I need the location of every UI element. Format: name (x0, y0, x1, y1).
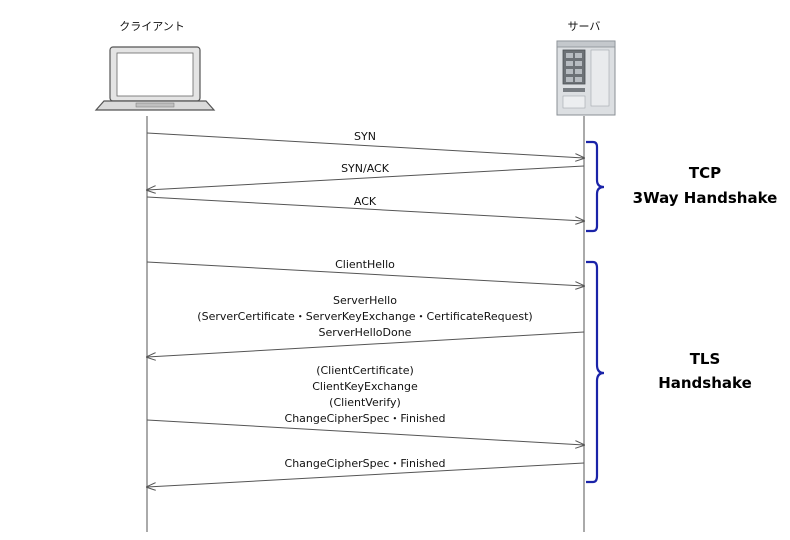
message-arrow (146, 261, 584, 286)
server-label: サーバ (568, 20, 601, 33)
message-label: SYN (354, 130, 376, 143)
message-label: ACK (354, 195, 377, 208)
message-label: ChangeCipherSpec・Finished (285, 457, 446, 470)
message-label: ServerHelloDone (319, 326, 412, 339)
message-label: (ServerCertificate・ServerKeyExchange・Cer… (197, 310, 532, 323)
message-arrow (147, 331, 585, 357)
tls-group-title: TLS (690, 350, 721, 368)
message-label: ClientHello (335, 258, 395, 271)
message-label: ClientKeyExchange (312, 380, 418, 393)
message-label: ChangeCipherSpec・Finished (285, 412, 446, 425)
message-label: (ClientVerify) (329, 396, 401, 409)
tls-group-subtitle: Handshake (658, 374, 752, 392)
laptop-icon (94, 46, 216, 111)
tcp-group-subtitle: 3Way Handshake (633, 189, 778, 207)
message-arrow (147, 165, 585, 190)
tcp-group-title: TCP (689, 164, 721, 182)
server-icon (556, 40, 616, 116)
tcp-brace (586, 140, 605, 233)
message-arrow (147, 462, 585, 487)
tls-brace (586, 260, 605, 484)
message-arrow (146, 419, 584, 445)
message-arrow (146, 196, 584, 221)
message-label: ServerHello (333, 294, 397, 307)
message-arrow (146, 132, 584, 158)
client-label: クライアント (119, 20, 185, 33)
message-label: (ClientCertificate) (316, 364, 414, 377)
message-label: SYN/ACK (341, 162, 390, 175)
